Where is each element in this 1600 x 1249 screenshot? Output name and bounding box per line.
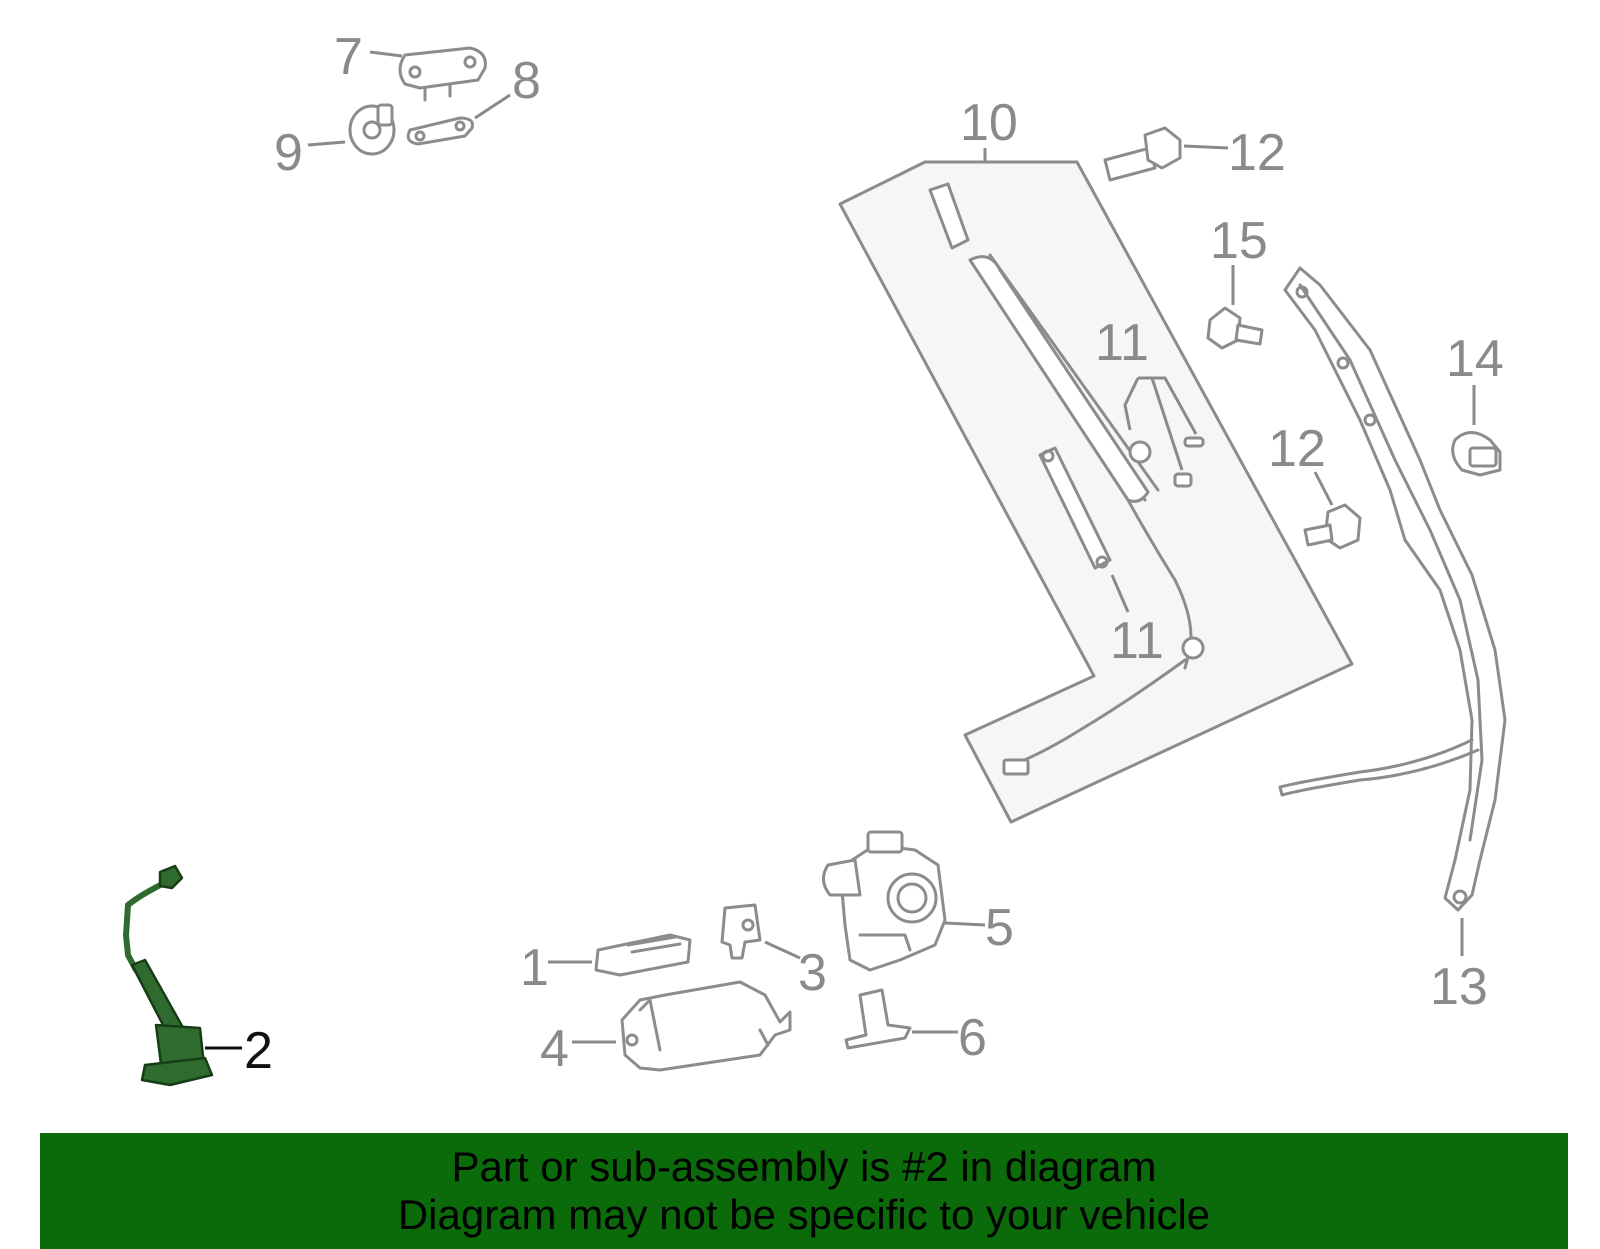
- callout-5[interactable]: 5: [985, 899, 1014, 957]
- part-13-trim-arm[interactable]: [1278, 266, 1507, 912]
- part-8-gasket[interactable]: [406, 116, 474, 146]
- callout-9[interactable]: 9: [274, 124, 303, 182]
- part-12-bolt-upper[interactable]: [1103, 126, 1182, 182]
- part-1-switch[interactable]: [594, 933, 692, 977]
- leader-12b: [1313, 471, 1334, 506]
- footer-line-1: Part or sub-assembly is #2 in diagram: [451, 1143, 1157, 1190]
- callout-12a[interactable]: 12: [1228, 124, 1286, 182]
- part-14-clip[interactable]: [1451, 431, 1502, 477]
- leader-7: [369, 50, 403, 58]
- callout-15[interactable]: 15: [1210, 212, 1268, 270]
- part-10-strut-assembly[interactable]: [838, 148, 1354, 824]
- callout-2[interactable]: 2: [244, 1022, 273, 1080]
- callout-4[interactable]: 4: [540, 1020, 569, 1078]
- callout-8[interactable]: 8: [512, 52, 541, 110]
- part-12-bolt-lower[interactable]: [1303, 503, 1362, 550]
- part-15-screw[interactable]: [1206, 306, 1264, 350]
- part-7-bracket[interactable]: [398, 46, 487, 102]
- footer-banner: Part or sub-assembly is #2 in diagram Di…: [40, 1133, 1568, 1249]
- part-9-nut[interactable]: [348, 103, 396, 156]
- leader-12a: [1183, 144, 1229, 150]
- callout-7[interactable]: 7: [334, 28, 363, 86]
- callout-1[interactable]: 1: [520, 939, 549, 997]
- leader-9: [307, 140, 346, 147]
- part-5-latch-motor[interactable]: [822, 830, 947, 972]
- part-2-highlighted[interactable]: [122, 864, 214, 1087]
- callout-14[interactable]: 14: [1446, 330, 1504, 388]
- callout-10[interactable]: 10: [960, 94, 1018, 152]
- part-4-control-module[interactable]: [620, 980, 792, 1072]
- part-6-bracket[interactable]: [844, 988, 912, 1050]
- leader-5: [944, 921, 986, 927]
- callout-11a[interactable]: 11: [1095, 314, 1149, 372]
- callout-12b[interactable]: 12: [1268, 420, 1326, 478]
- leader-11b: [1110, 574, 1130, 613]
- callout-3[interactable]: 3: [798, 944, 827, 1002]
- callout-13[interactable]: 13: [1430, 958, 1488, 1016]
- footer-line-2: Diagram may not be specific to your vehi…: [397, 1191, 1211, 1238]
- leader-3: [764, 940, 801, 960]
- callout-6[interactable]: 6: [958, 1009, 987, 1067]
- part-3-clip[interactable]: [720, 903, 762, 960]
- callout-11b[interactable]: 11: [1110, 612, 1164, 670]
- leader-8: [474, 93, 511, 120]
